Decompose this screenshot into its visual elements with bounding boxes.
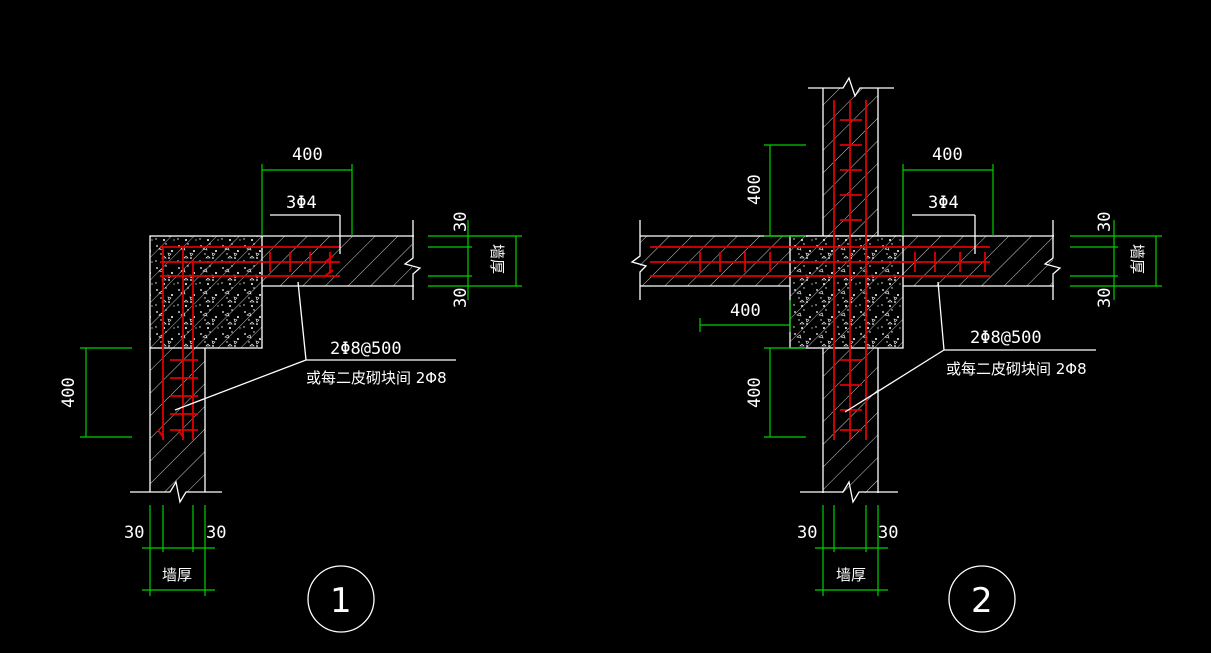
break-mark-2l xyxy=(630,220,648,300)
note-2phi8-500: 2Φ8@500 xyxy=(330,339,402,359)
dim-30-right-bottom-2: 30 xyxy=(1095,288,1115,308)
dim-30-right-top-2: 30 xyxy=(1095,212,1115,232)
detail-number-1: 1 xyxy=(330,581,352,621)
rebar-1 xyxy=(157,246,340,440)
wall-thickness-vertical-2: 墙厚 xyxy=(1128,244,1146,274)
horizontal-wall-1 xyxy=(262,236,412,286)
dim-400-top: 400 xyxy=(292,145,323,165)
dim-400-left-horizontal: 400 xyxy=(730,301,761,321)
wall-thickness-horizontal: 墙厚 xyxy=(162,566,192,584)
detail-1: 400 3Φ4 30 30 墙厚 400 2Φ8@500 或每二皮砌块间 2Φ8… xyxy=(59,145,522,633)
break-mark-2r xyxy=(1043,220,1062,300)
break-mark-1v xyxy=(130,480,222,504)
dim-400-top-left-vertical: 400 xyxy=(745,174,765,205)
dim-400-left: 400 xyxy=(59,377,79,408)
rebar-2 xyxy=(650,100,990,440)
dim-30-bottom-left: 30 xyxy=(124,523,144,543)
note-every-two-courses: 或每二皮砌块间 2Φ8 xyxy=(306,369,447,387)
break-mark-2t xyxy=(808,76,894,98)
note-2phi8-500-2: 2Φ8@500 xyxy=(970,328,1042,348)
detail-number-circle-1 xyxy=(307,565,375,633)
wall-thickness-horizontal-2: 墙厚 xyxy=(836,566,866,584)
detail-2: 400 3Φ4 400 30 30 墙厚 400 2Φ8@500 或每二皮砌块间… xyxy=(630,76,1162,633)
dim-30-right-top: 30 xyxy=(451,212,471,232)
dim-30-bottom-right: 30 xyxy=(206,523,226,543)
note-every-two-courses-2: 或每二皮砌块间 2Φ8 xyxy=(946,360,1087,378)
break-mark-1h xyxy=(403,220,422,300)
break-mark-2b xyxy=(800,480,898,504)
dim-400-top-right: 400 xyxy=(932,145,963,165)
rebar-label-3phi4-2: 3Φ4 xyxy=(928,193,959,213)
rebar-label-3phi4: 3Φ4 xyxy=(286,193,317,213)
detail-number-2: 2 xyxy=(971,581,993,621)
vertical-wall-1 xyxy=(150,348,205,492)
dim-30-bottom-left-2: 30 xyxy=(797,523,817,543)
dim-30-right-bottom: 30 xyxy=(451,288,471,308)
detail-number-circle-2 xyxy=(948,565,1016,633)
dim-30-bottom-right-2: 30 xyxy=(878,523,898,543)
dim-400-bottom-left-vertical: 400 xyxy=(745,377,765,408)
wall-thickness-vertical: 墙厚 xyxy=(488,244,506,274)
